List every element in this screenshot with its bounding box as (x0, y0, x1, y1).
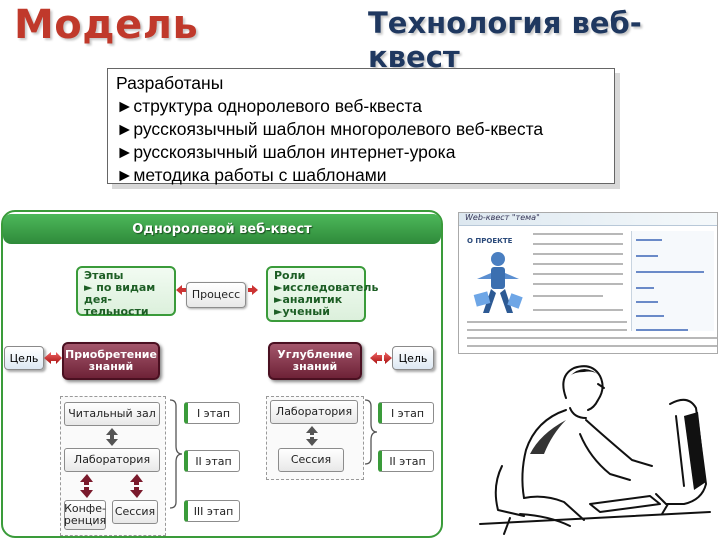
acquisition-line: Приобретение (65, 348, 157, 361)
goal-right-box: Цель (392, 346, 434, 370)
webquest-page-thumbnail: Web-квест "тема" О ПРОЕКТЕ (458, 212, 718, 354)
webpage-text-line (533, 233, 623, 235)
webpage-about-label: О ПРОЕКТЕ (467, 237, 513, 245)
webpage-header: Web-квест "тема" (459, 213, 717, 226)
arrow-icon (384, 352, 392, 364)
stage-label: III этап (193, 504, 234, 518)
stage-box: II этап (378, 450, 434, 472)
webpage-text-line (467, 329, 627, 331)
webpage-nav-link (636, 315, 664, 317)
webpage-nav-link (636, 329, 688, 331)
developed-item: ►структура одноролевого веб-квеста (116, 96, 423, 116)
arrow-icon (306, 426, 318, 435)
session-label: Сессия (290, 453, 332, 466)
diagram-frame (1, 210, 443, 538)
arrow-icon (106, 428, 118, 437)
arrow-icon (176, 285, 186, 295)
arrow-icon (44, 352, 57, 364)
diagram-connectors (44, 285, 392, 509)
stages-line: тельности (84, 305, 149, 318)
arrow-icon (80, 487, 93, 498)
goal-label: Цель (398, 351, 428, 365)
stage-box: III этап (184, 500, 240, 522)
arrow-icon (130, 474, 143, 485)
conference-box: Конфе-ренция (64, 500, 106, 530)
slide-title: Технология веб-квест (368, 6, 642, 74)
webpage-nav-link (636, 255, 658, 257)
webpage-nav-link (636, 287, 654, 289)
process-label: Процесс (191, 288, 241, 301)
roles-line: ►ученый (274, 305, 330, 318)
stage-box: I этап (378, 402, 434, 424)
stage-label: I этап (390, 406, 425, 420)
roles-box: Роли ►исследователь ►аналитик ►ученый (266, 266, 379, 322)
developed-list-box: Разработаны ►структура одноролевого веб-… (107, 68, 615, 185)
conference-line: Конфе- (64, 502, 106, 515)
webpage-text-line (533, 263, 623, 265)
model-title: Модель (14, 2, 199, 48)
webpage-nav (631, 231, 714, 331)
stages-title: Этапы (84, 269, 124, 282)
diagram-title-bar: Одноролевой веб-квест (3, 214, 441, 244)
arrow-icon (80, 474, 93, 485)
arrow-icon (130, 487, 143, 498)
laboratory-box: Лаборатория (270, 400, 358, 424)
roles-line: ►исследователь (274, 281, 379, 294)
developed-heading: Разработаны (116, 73, 224, 93)
developed-item: ►русскоязычный шаблон интернет-урока (116, 142, 456, 162)
stage-box: I этап (184, 402, 240, 424)
webpage-header-text: Web-квест "тема" (465, 213, 540, 222)
webpage-nav-link (636, 301, 658, 303)
goal-left-box: Цель (4, 346, 44, 370)
stage-label: II этап (195, 454, 232, 468)
laboratory-label: Лаборатория (73, 453, 151, 466)
reading-room-label: Читальный зал (68, 407, 156, 420)
deepening-line: знаний (292, 360, 338, 373)
jigsaw-figure-icon (473, 252, 523, 313)
arrow-icon (106, 437, 118, 446)
stages-box: Этапы ► по видам дея- тельности (76, 266, 176, 318)
acquisition-line: знаний (88, 360, 134, 373)
webpage-text-line (467, 321, 627, 323)
webpage-text-line (533, 283, 623, 285)
webpage-text-line (533, 253, 623, 255)
deepening-line: Углубление (277, 348, 353, 361)
arrow-icon (248, 285, 258, 295)
stage-box: II этап (184, 450, 240, 472)
webpage-text-line (467, 337, 717, 339)
developed-item: ►русскоязычный шаблон многоролевого веб-… (116, 119, 544, 139)
session-label: Сессия (114, 505, 156, 518)
webpage-text-line (533, 243, 623, 245)
stage-label: I этап (196, 406, 231, 420)
webpage-text-line (533, 309, 623, 311)
arrow-icon (370, 352, 382, 364)
diagram-title: Одноролевой веб-квест (132, 221, 312, 237)
web-quest-diagram: Одноролевой веб-квест Этапы ► по видам д… (0, 210, 445, 540)
webpage-text-line (533, 273, 623, 275)
webpage-nav-link (636, 271, 704, 273)
webpage-text-line (467, 345, 717, 347)
session-box: Сессия (278, 448, 344, 472)
brace (169, 399, 183, 509)
arrow-icon (306, 437, 318, 446)
roles-line: ►аналитик (274, 293, 343, 306)
laboratory-box: Лаборатория (64, 448, 160, 472)
developed-item: ►методика работы с шаблонами (116, 165, 387, 185)
goal-label: Цель (9, 351, 39, 365)
conference-line: ренция (63, 514, 107, 527)
reading-room-box: Читальный зал (64, 402, 160, 426)
webpage-nav-link (636, 239, 662, 241)
brace (364, 399, 378, 465)
session-box: Сессия (112, 500, 158, 524)
arrow-icon (55, 352, 62, 364)
stages-line: ► по видам дея- (84, 281, 156, 306)
webpage-text-line (533, 295, 603, 297)
person-at-computer-illustration (479, 365, 711, 535)
laboratory-label: Лаборатория (275, 405, 353, 418)
stage-label: II этап (389, 454, 426, 468)
process-box: Процесс (186, 282, 246, 308)
roles-title: Роли (274, 269, 306, 282)
